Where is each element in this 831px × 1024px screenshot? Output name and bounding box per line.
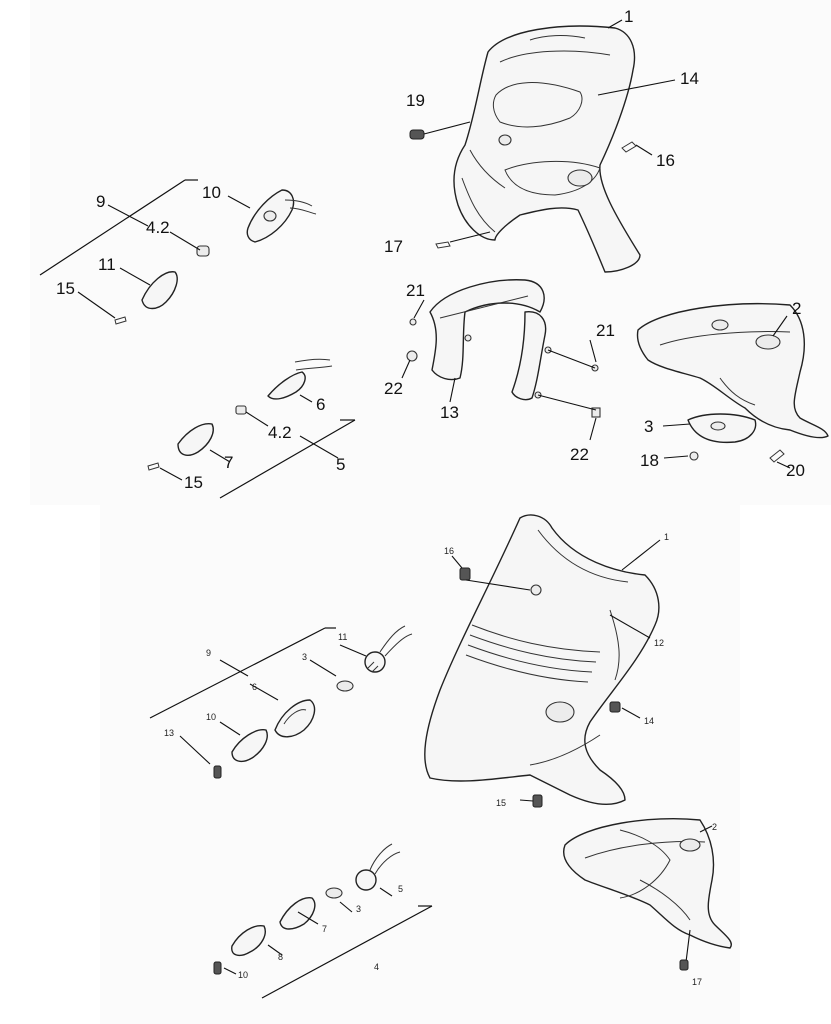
label-bottom-9: 9	[206, 648, 211, 658]
bracket-3	[687, 413, 757, 444]
label-bottom-3: 3	[302, 652, 307, 662]
label-9: 9	[96, 192, 105, 211]
lamp-housing-9-bottom	[274, 699, 316, 738]
lamp-housing-7-bottom	[279, 897, 316, 930]
label-bottom-lower-3: 3	[356, 904, 361, 914]
assembly-bracket-bottom-upper	[149, 627, 367, 765]
labels-bottom: 1 12 16 14 15 2 17 11 9 3 6 10 13 5 3 7 …	[164, 532, 717, 987]
label-7: 7	[224, 453, 233, 472]
label-5: 5	[336, 455, 345, 474]
label-bottom-lower-7: 7	[322, 924, 327, 934]
labels-top: 1 14 19 16 17 10 9 4.2 11 15 21 21 22 13…	[56, 7, 805, 492]
lens-10-bottom	[231, 729, 268, 763]
label-17: 17	[384, 237, 403, 256]
lamp-socket-10	[246, 189, 317, 243]
front-cover-top	[453, 25, 641, 273]
screw-16	[621, 141, 637, 153]
label-bottom-16: 16	[444, 546, 454, 556]
label-16: 16	[656, 151, 675, 170]
screw-13-bottom	[213, 765, 222, 779]
lens-8-bottom	[231, 925, 266, 957]
bulb-4-2-lower	[235, 405, 247, 415]
label-22-right: 22	[570, 445, 589, 464]
label-18: 18	[640, 451, 659, 470]
label-bottom-lower-4: 4	[374, 962, 379, 972]
lens-11	[141, 271, 178, 310]
leader-lines-top	[401, 19, 791, 469]
screw-20	[769, 449, 785, 463]
label-bottom-2: 2	[712, 822, 717, 832]
lamp-socket-5-bottom	[355, 843, 401, 891]
label-bottom-14: 14	[644, 716, 654, 726]
screw-15-bottom	[532, 794, 543, 808]
label-6: 6	[316, 395, 325, 414]
screw-15-lower	[147, 462, 160, 471]
label-11: 11	[98, 255, 116, 274]
label-bottom-10: 10	[206, 712, 216, 722]
assembly-bracket-bottom-lower	[223, 887, 433, 999]
screw-19	[409, 121, 471, 140]
label-bottom-lower-5: 5	[398, 884, 403, 894]
label-2: 2	[792, 299, 801, 318]
label-bottom-11: 11	[338, 632, 347, 642]
label-21-right: 21	[596, 321, 615, 340]
label-4-2-lower: 4.2	[268, 423, 292, 442]
washer-18	[689, 451, 699, 461]
label-1: 1	[624, 7, 633, 26]
bulb-3-lower-bottom	[325, 887, 343, 899]
label-bottom-17: 17	[692, 977, 702, 987]
front-cover-bottom	[424, 514, 660, 806]
label-13: 13	[440, 403, 459, 422]
lamp-socket-6	[267, 358, 333, 400]
label-21-left: 21	[406, 281, 425, 300]
label-bottom-15: 15	[496, 798, 506, 808]
bulb-4-2-upper	[196, 245, 210, 257]
screw-17	[435, 231, 491, 249]
label-bottom-6: 6	[252, 682, 257, 692]
label-19: 19	[406, 91, 425, 110]
screw-14-bottom	[609, 701, 621, 713]
screw-10-lower-bottom	[213, 961, 222, 975]
front-fender	[406, 279, 601, 418]
label-20: 20	[786, 461, 805, 480]
bulb-3-bottom	[336, 680, 354, 692]
lamp-socket-11-bottom	[364, 625, 413, 673]
screw-15-upper	[114, 316, 127, 325]
label-bottom-12: 12	[654, 638, 664, 648]
assembly-bracket-upper	[39, 179, 251, 319]
panel-2-bottom	[563, 818, 732, 971]
label-4-2-upper: 4.2	[146, 218, 170, 237]
label-bottom-lower-8: 8	[278, 952, 283, 962]
lens-7	[177, 423, 214, 456]
assembly-bracket-lower	[159, 394, 356, 499]
inner-panel-top	[636, 303, 829, 439]
label-15-lower: 15	[184, 473, 203, 492]
label-bottom-13: 13	[164, 728, 174, 738]
label-22-left: 22	[384, 379, 403, 398]
label-bottom-1: 1	[664, 532, 669, 542]
label-10: 10	[202, 183, 221, 202]
leader-lines-bottom	[451, 539, 713, 833]
label-15-upper: 15	[56, 279, 75, 298]
label-bottom-lower-10: 10	[238, 970, 248, 980]
label-14: 14	[680, 69, 699, 88]
screw-16-bottom	[459, 567, 531, 591]
label-3: 3	[644, 417, 653, 436]
